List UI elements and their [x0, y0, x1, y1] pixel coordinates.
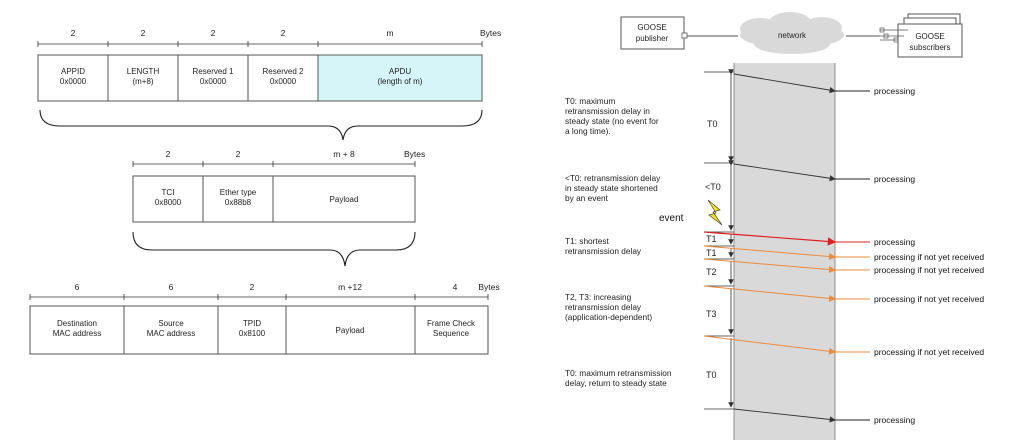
- field-value: 0x0000: [270, 77, 297, 86]
- field-value: 0x0000: [200, 77, 227, 86]
- field-ether-type: [202, 175, 274, 223]
- field-label: Payload: [336, 326, 365, 335]
- processing-label: processing if not yet received: [874, 252, 984, 262]
- frame-structure: 2 2 2 2 m Bytes APPID 0x0000 LENGTH (m+8…: [29, 28, 501, 355]
- size-label: m + 8: [333, 149, 355, 159]
- size-label: 2: [281, 28, 286, 38]
- processing-label: processing: [874, 237, 915, 247]
- processing-label: processing if not yet received: [874, 347, 984, 357]
- field-apdu: [317, 54, 483, 102]
- field-value: Sequence: [433, 329, 470, 338]
- interval-label: T1: [706, 234, 717, 244]
- field-label: Reserved 2: [263, 67, 304, 76]
- interval-label: T2: [706, 267, 717, 277]
- field-value: (length of m): [378, 77, 423, 86]
- event-message-arrow: [703, 231, 837, 246]
- network-cloud: network: [740, 12, 844, 54]
- field-destination-mac: [29, 305, 125, 355]
- processing-label: processing: [874, 174, 915, 184]
- note-t1: T1: shortest retransmission delay: [565, 236, 642, 256]
- field-label: Destination: [57, 319, 97, 328]
- bytes-label: Bytes: [404, 149, 425, 159]
- field-fcs: [414, 305, 489, 355]
- goose-subscribers-stack: GOOSE subscribers: [879, 13, 963, 58]
- network-label: network: [778, 31, 807, 40]
- field-label: APPID: [61, 67, 85, 76]
- processing-label: processing: [874, 415, 915, 425]
- brace: [132, 231, 416, 267]
- interval-label: T0: [707, 119, 718, 129]
- size-label: 2: [166, 149, 171, 159]
- size-label: 2: [141, 28, 146, 38]
- message-arrow: [733, 163, 836, 182]
- retransmission-arrow: [703, 245, 836, 260]
- field-value: 0x0000: [60, 77, 87, 86]
- frame-row-vlan-tag: 2 2 m + 8 Bytes TCI 0x8000 Ether type 0x…: [132, 149, 425, 267]
- subscribers-label: subscribers: [910, 43, 951, 52]
- note-t0-return: T0: maximum retransmission delay, return…: [565, 368, 674, 388]
- size-label: m +12: [338, 282, 362, 292]
- retransmission-arrow: [703, 258, 836, 273]
- note-t0: T0: maximum retransmission delay in stea…: [565, 96, 661, 136]
- bytes-label: Bytes: [478, 282, 499, 292]
- size-label: 2: [250, 282, 255, 292]
- field-value: (m+8): [132, 77, 153, 86]
- field-tpid: [217, 305, 287, 355]
- size-label: 2: [211, 28, 216, 38]
- message-arrow: [733, 408, 836, 423]
- field-label: Ether type: [220, 188, 257, 197]
- processing-label: processing if not yet received: [874, 265, 984, 275]
- processing-label: processing: [874, 86, 915, 96]
- interval-label: T3: [706, 309, 717, 319]
- field-label: TPID: [243, 319, 261, 328]
- lightning-icon: [707, 199, 723, 226]
- timing-diagram: GOOSE publisher network GOOSE subscriber…: [565, 12, 984, 440]
- frame-row-goose-pdu: 2 2 2 2 m Bytes APPID 0x0000 LENGTH (m+8…: [37, 28, 501, 141]
- processing-label: processing if not yet received: [874, 294, 984, 304]
- field-appid: [37, 54, 109, 102]
- field-label: Payload: [330, 195, 359, 204]
- retransmission-arrow: [703, 335, 836, 355]
- size-label: 6: [169, 282, 174, 292]
- size-label: 2: [71, 28, 76, 38]
- bytes-label: Bytes: [480, 28, 501, 38]
- size-label: m: [386, 28, 393, 38]
- field-label: LENGTH: [127, 67, 160, 76]
- publisher-label: publisher: [636, 34, 669, 43]
- size-label: 4: [453, 282, 458, 292]
- interval-label: T1: [706, 248, 717, 258]
- field-value: 0x8000: [155, 198, 182, 207]
- event-label: event: [659, 213, 684, 224]
- size-label: 6: [75, 282, 80, 292]
- message-arrow: [733, 73, 836, 94]
- field-source-mac: [123, 305, 219, 355]
- field-payload: [272, 175, 416, 223]
- port-square: [681, 32, 688, 39]
- goose-publisher-box: [620, 16, 685, 50]
- field-label: Reserved 1: [193, 67, 234, 76]
- note-t2-t3: T2, T3: increasing retransmission delay …: [565, 292, 652, 322]
- field-value: 0x8100: [239, 329, 266, 338]
- field-value: 0x88b8: [225, 198, 252, 207]
- field-label: Source: [158, 319, 184, 328]
- frame-row-ethernet: 6 6 2 m +12 4 Bytes Destination MAC addr…: [29, 282, 500, 355]
- interval-label: <T0: [705, 182, 721, 192]
- note-lt-t0: <T0: retransmission delay in steady stat…: [565, 173, 663, 203]
- field-tci: [132, 175, 204, 223]
- publisher-label: GOOSE: [637, 23, 666, 32]
- field-label: APDU: [389, 67, 411, 76]
- size-label: 2: [236, 149, 241, 159]
- field-value: MAC address: [147, 329, 195, 338]
- brace: [39, 109, 483, 141]
- subscribers-label: GOOSE: [915, 32, 944, 41]
- field-label: TCI: [162, 188, 175, 197]
- channel-band: [734, 63, 835, 440]
- field-label: Frame Check: [427, 319, 476, 328]
- field-value: MAC address: [53, 329, 101, 338]
- field-length: [107, 54, 179, 102]
- interval-label: T0: [706, 370, 717, 380]
- retransmission-arrow: [703, 285, 836, 302]
- field-payload: [285, 305, 416, 355]
